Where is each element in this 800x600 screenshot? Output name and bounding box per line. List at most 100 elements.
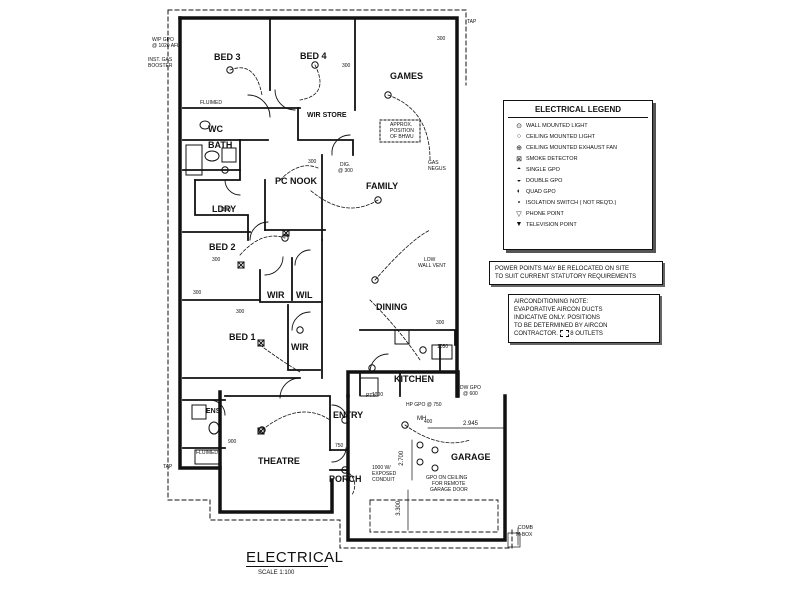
legend-item-double-gpo: ◒ DOUBLE GPO — [504, 175, 652, 186]
aircon-contractor: CONTRACTOR. — [514, 331, 558, 338]
legend-label: WALL MOUNTED LIGHT — [526, 122, 588, 129]
dimension-lines — [407, 427, 521, 548]
room-label-games: GAMES — [390, 71, 424, 81]
note-comb-2: M-BOX — [516, 532, 533, 538]
note-300-c: 300 — [308, 159, 317, 165]
electrical-legend: ELECTRICAL LEGEND ⊙WALL MOUNTED LIGHT○CE… — [503, 100, 653, 250]
drawing-title: ELECTRICAL — [246, 549, 344, 566]
note-dw-1: DW GPO — [460, 385, 481, 391]
room-label-theatre: THEATRE — [258, 456, 300, 466]
power-points-note: POWER POINTS MAY BE RELOCATED ON SITE TO… — [489, 261, 663, 286]
quad-gpo-icon: ◐ — [516, 188, 522, 195]
note-300-g: 300 — [436, 320, 445, 326]
note-conduit-3: CONDUIT — [372, 477, 395, 483]
room-label-wil: WIL — [296, 290, 313, 300]
aircon-note-line-1: AIRCONDITIONING NOTE: — [514, 299, 589, 305]
garage-light-icon — [416, 441, 439, 472]
legend-divider — [508, 117, 648, 118]
note-approx-2: POSITION — [390, 128, 414, 134]
room-label-kitchen: KITCHEN — [394, 374, 434, 384]
legend-label: DOUBLE GPO — [526, 177, 563, 184]
note-wp-gpo: W/P GPO — [152, 37, 174, 43]
aircon-note-line-4: TO BE DETERMINED BY AIRCON — [514, 323, 608, 330]
room-label-bed1: BED 1 — [229, 332, 256, 342]
note-300-f: 300 — [236, 309, 245, 315]
legend-label: TELEVISION POINT — [526, 221, 577, 228]
aircon-note: AIRCONDITIONING NOTE: EVAPORATIVE AIRCON… — [508, 294, 660, 343]
legend-label: QUAD GPO — [526, 188, 556, 195]
room-label-wir-b: WIR — [291, 342, 309, 352]
wiring — [229, 64, 471, 496]
note-gas-2: NEGUS — [428, 166, 446, 172]
note-300-b: 300 — [437, 36, 446, 42]
note-gas-1: GAS — [428, 160, 439, 166]
room-label-family: FAMILY — [366, 181, 399, 191]
note-fluimed-bottom: FLUIMED — [196, 450, 218, 456]
room-label-garage: GARAGE — [451, 452, 491, 462]
room-label-ens: ENS — [206, 408, 221, 415]
note-comb-1: COMB — [518, 525, 533, 531]
room-label-wir-store: WIR STORE — [307, 112, 347, 119]
note-300-d: 300 — [212, 257, 221, 263]
room-label-dining: DINING — [376, 302, 408, 312]
note-vent-2: WALL VENT — [418, 263, 446, 269]
garage-door — [369, 499, 499, 533]
tv-point-icon: ▼ — [515, 221, 523, 228]
note-300-e: 300 — [193, 290, 202, 296]
store-label: STORE — [322, 112, 347, 119]
note-1550: 1550 — [220, 207, 232, 213]
room-label-wc: WC — [208, 124, 223, 134]
note-hp-gpo: HP GPO @ 750 — [406, 402, 442, 408]
note-1200: 1200 — [372, 392, 384, 398]
note-pty: PTY — [366, 393, 376, 399]
note-approx-1: APPROX. — [390, 122, 413, 128]
title-underline — [246, 566, 328, 567]
legend-label: CEILING MOUNTED EXHAUST FAN — [526, 144, 617, 151]
legend-title: ELECTRICAL LEGEND — [534, 105, 622, 114]
aircon-duct-icon — [559, 330, 569, 338]
aircon-note-line-3: INDICATIVE ONLY. POSITIONS — [514, 315, 601, 322]
note-1050: 1050 — [437, 344, 449, 350]
power-note-line-2: TO SUIT CURRENT STATUTORY REQUIREMENTS — [495, 274, 637, 281]
aircon-note-line-5: CONTRACTOR. 8 OUTLETS — [514, 330, 654, 338]
legend-label: CEILING MOUNTED LIGHT — [526, 133, 596, 140]
note-mh: MH — [417, 416, 427, 422]
double-gpo-icon: ◒ — [516, 177, 522, 184]
legend-items: ⊙WALL MOUNTED LIGHT○CEILING MOUNTED LIGH… — [504, 120, 652, 230]
bathroom-fixtures — [185, 119, 453, 465]
site-boundary — [167, 9, 513, 549]
ceiling-light-icon: ○ — [516, 133, 522, 140]
note-gpo-ceiling-1: GPO ON CEILING — [426, 475, 468, 481]
dim-2945: 2.945 — [463, 421, 479, 427]
note-900: 900 — [228, 439, 237, 445]
power-note-line-1: POWER POINTS MAY BE RELOCATED ON SITE — [495, 266, 630, 272]
legend-label: ISOLATION SWITCH ( NOT REQ'D.) — [526, 199, 617, 206]
isolation-switch-icon: ⬩ — [517, 198, 521, 206]
note-gpo-ceiling-2: FOR REMOTE — [432, 481, 466, 487]
legend-item-smoke-detector: ⊠ SMOKE DETECTOR — [504, 153, 652, 164]
room-label-wir-a: WIR — [267, 290, 285, 300]
exhaust-fan-icon: ⊕ — [516, 144, 522, 152]
smoke-detector-icon: ⊠ — [516, 155, 522, 163]
note-fluimed-top: FLUIMED — [200, 100, 222, 106]
aircon-note-line-2: EVAPORATIVE AIRCON DUCTS — [514, 307, 603, 314]
legend-label: PHONE POINT — [526, 210, 564, 217]
note-gas-booster: INST. GAS BOOSTER — [148, 57, 173, 69]
note-vent-1: LOW — [424, 257, 436, 263]
room-label-bed2: BED 2 — [209, 242, 236, 252]
dim-2700: 2.700 — [399, 450, 406, 466]
note-300-a: 300 — [342, 63, 351, 69]
door-swings — [209, 89, 389, 463]
single-gpo-icon: ◓ — [516, 166, 522, 173]
note-tap-left: TAP — [163, 464, 173, 470]
wir-label: WIR — [307, 112, 321, 119]
aircon-outlets: 8 OUTLETS — [570, 331, 603, 338]
inner-walls — [182, 19, 456, 471]
room-label-bed4: BED 4 — [300, 51, 327, 61]
legend-label: SMOKE DETECTOR — [526, 155, 578, 162]
room-label-bed3: BED 3 — [214, 52, 241, 62]
dim-3300: 3.300 — [396, 500, 403, 516]
room-label-pc-nook: PC NOOK — [275, 176, 318, 186]
legend-item-tv-point: ▼TELEVISION POINT — [504, 219, 652, 230]
